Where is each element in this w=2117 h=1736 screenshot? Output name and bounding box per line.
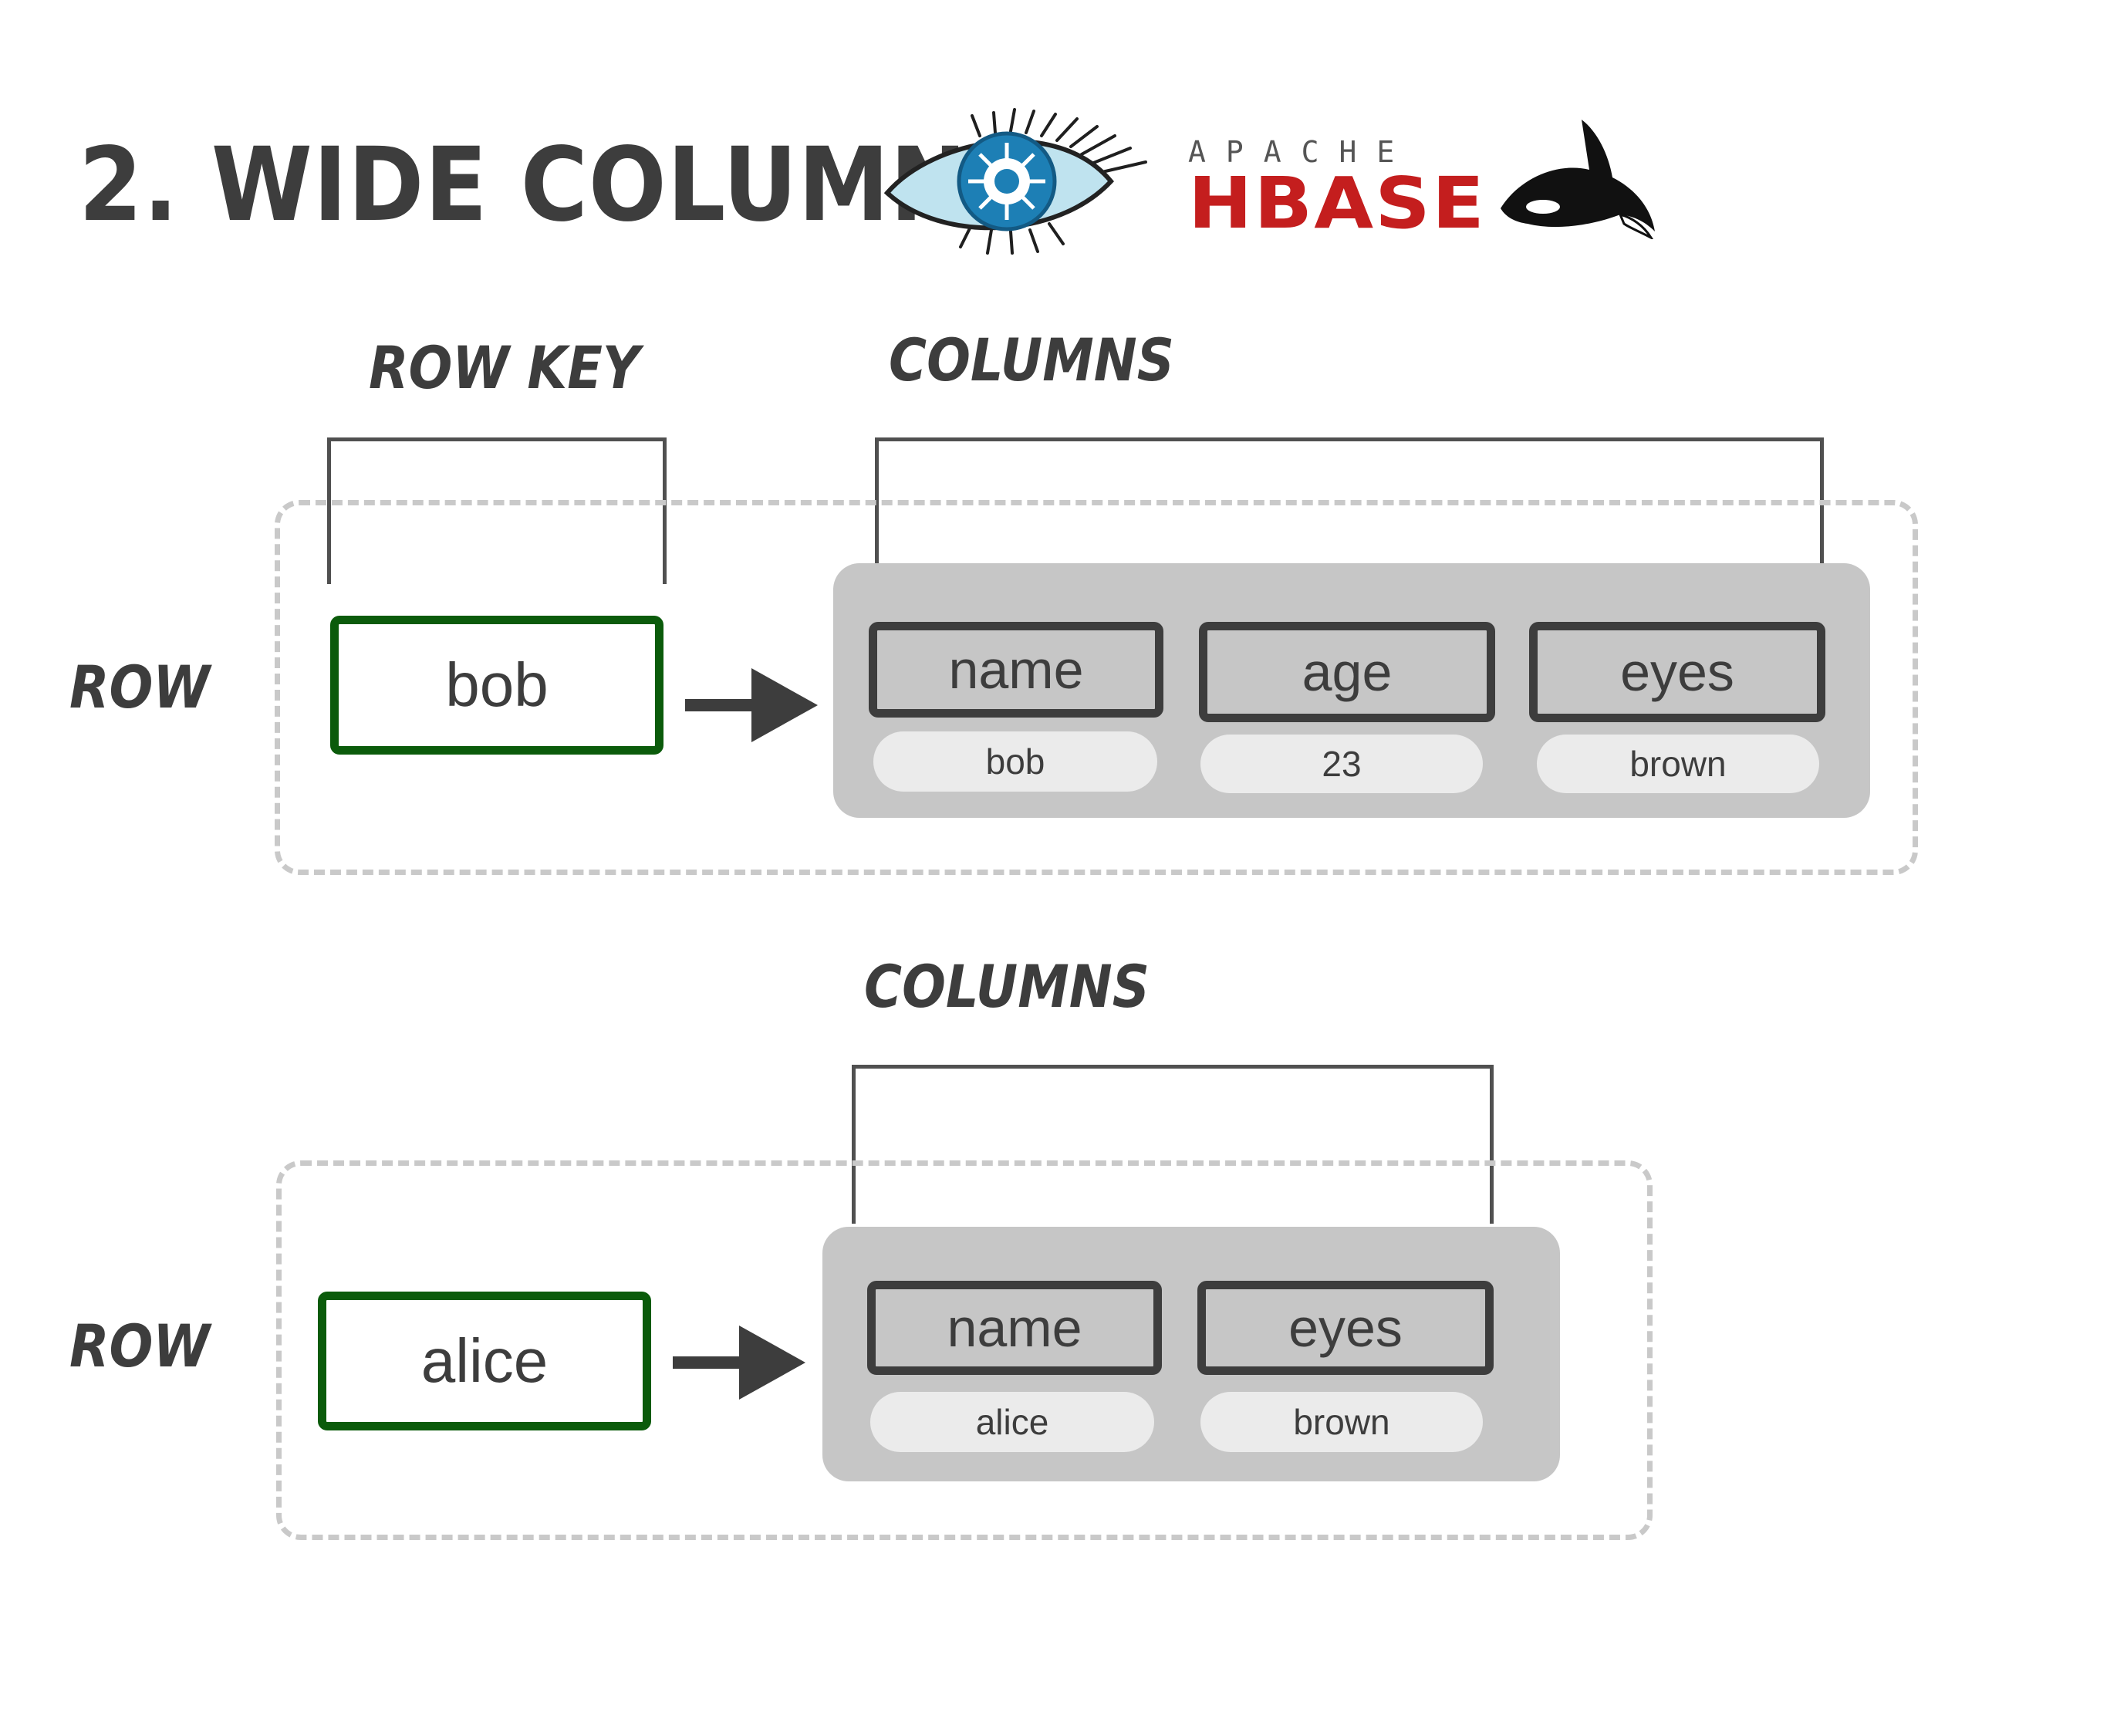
column-value-name-bottom: alice <box>870 1392 1154 1452</box>
columns-bracket-bottom <box>852 1065 1494 1224</box>
column-name-name-bottom: name <box>867 1281 1162 1375</box>
column-value-eyes-bottom: brown <box>1200 1392 1483 1452</box>
page-title: 2. WIDE COLUMN <box>79 126 967 245</box>
columns-bracket-top <box>875 437 1824 596</box>
arrow-icon-top <box>685 668 818 742</box>
row-label-top: ROW <box>69 653 211 721</box>
row-label-bottom: ROW <box>69 1312 211 1380</box>
arrow-icon-bottom <box>673 1326 805 1400</box>
columns-label-top: COLUMNS <box>889 326 1174 394</box>
row-key-bracket <box>327 437 667 584</box>
orca-icon <box>1501 120 1655 239</box>
column-value-eyes-top: brown <box>1537 735 1819 793</box>
row-key-label: ROW KEY <box>369 333 640 402</box>
column-name-eyes-bottom: eyes <box>1197 1281 1494 1375</box>
hbase-logo-text: HBASE <box>1188 162 1487 245</box>
column-name-age-top: age <box>1199 622 1495 722</box>
row-frame-bottom <box>276 1160 1653 1540</box>
row-key-box-top: bob <box>330 616 663 755</box>
hbase-logo: APACHE HBASE <box>1188 136 1512 239</box>
column-name-name-top: name <box>869 622 1163 718</box>
hbase-logo-apache-text: APACHE <box>1188 135 1415 169</box>
column-value-age-top: 23 <box>1200 735 1483 793</box>
column-value-name-top: bob <box>873 731 1157 792</box>
cassandra-eye-icon <box>883 108 1147 255</box>
columns-label-bottom: COLUMNS <box>864 952 1150 1021</box>
row-frame-top <box>275 500 1918 875</box>
column-name-eyes-top: eyes <box>1529 622 1825 722</box>
row-key-box-bottom: alice <box>318 1292 651 1430</box>
